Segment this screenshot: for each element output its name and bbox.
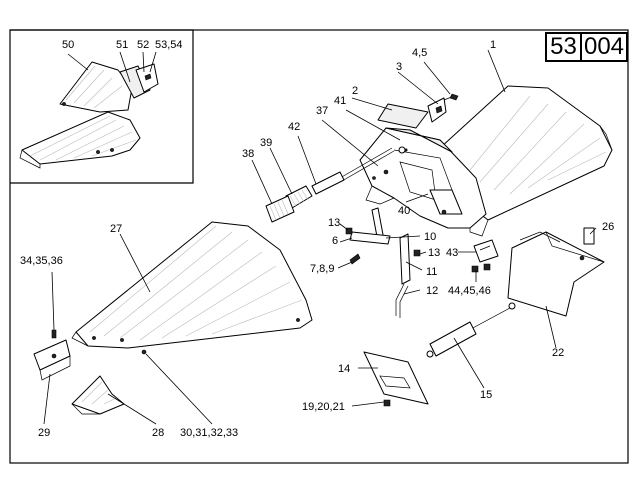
part-28-small-guard bbox=[71, 375, 125, 415]
callout-28: 28 bbox=[152, 427, 164, 439]
callout-26: 26 bbox=[602, 221, 614, 233]
callout-30-31-32-33: 30,31,32,33 bbox=[180, 427, 238, 439]
part-43-clip bbox=[471, 239, 499, 273]
callout-53-54: 53,54 bbox=[155, 39, 183, 51]
parts-2-3-4-5-bracket-plate bbox=[377, 93, 459, 129]
callout-39: 39 bbox=[260, 137, 272, 149]
callout-13-left: 13 bbox=[328, 217, 340, 229]
callout-29: 29 bbox=[38, 427, 50, 439]
main-housing bbox=[359, 127, 487, 229]
part-27-tapered-guard bbox=[71, 221, 313, 355]
part-29-end-cap bbox=[33, 329, 71, 381]
callout-13-right: 13 bbox=[428, 247, 440, 259]
callout-labels: 50 51 52 53,54 1 4,5 3 2 41 37 42 39 38 … bbox=[20, 39, 614, 439]
callout-6: 6 bbox=[332, 235, 338, 247]
shaft-and-spring-assembly bbox=[265, 147, 395, 223]
callout-12: 12 bbox=[426, 285, 438, 297]
callout-52: 52 bbox=[137, 39, 149, 51]
plate-sheet-number: 004 bbox=[580, 32, 628, 62]
inset-assembly-illustration bbox=[19, 61, 159, 169]
callout-40: 40 bbox=[398, 205, 410, 217]
callout-19-20-21: 19,20,21 bbox=[302, 401, 345, 413]
callout-1: 1 bbox=[490, 39, 496, 51]
callout-14: 14 bbox=[338, 363, 350, 375]
callout-50: 50 bbox=[62, 39, 74, 51]
callout-42: 42 bbox=[288, 121, 300, 133]
callout-10: 10 bbox=[424, 231, 436, 243]
plate-group-number: 53 bbox=[545, 32, 582, 62]
drawing-frame bbox=[9, 29, 629, 464]
callout-34-35-36: 34,35,36 bbox=[20, 255, 63, 267]
callout-7-8-9: 7,8,9 bbox=[310, 263, 334, 275]
callout-37: 37 bbox=[316, 105, 328, 117]
inset-detail-frame bbox=[10, 29, 194, 184]
callout-41: 41 bbox=[334, 95, 346, 107]
callout-51: 51 bbox=[116, 39, 128, 51]
callout-27: 27 bbox=[110, 223, 122, 235]
callout-15: 15 bbox=[480, 389, 492, 401]
part-22-side-plate bbox=[507, 227, 605, 317]
part-15-gas-spring bbox=[426, 302, 516, 358]
callout-43: 43 bbox=[446, 247, 458, 259]
callout-11: 11 bbox=[426, 266, 437, 278]
leader-lines bbox=[43, 49, 597, 425]
callout-4-5: 4,5 bbox=[412, 47, 427, 59]
callout-2: 2 bbox=[352, 85, 358, 97]
lever-linkage-parts bbox=[345, 207, 421, 318]
callout-44-45-46: 44,45,46 bbox=[448, 285, 491, 297]
part-14-mounting-bracket bbox=[363, 351, 429, 407]
callout-3: 3 bbox=[396, 61, 402, 73]
callout-22: 22 bbox=[552, 347, 564, 359]
callout-38: 38 bbox=[242, 148, 254, 160]
